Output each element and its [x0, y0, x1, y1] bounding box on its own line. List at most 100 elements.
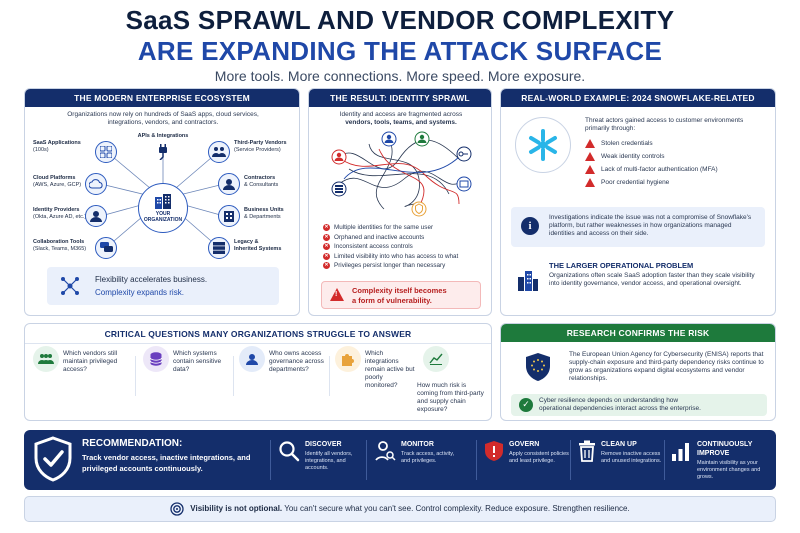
- warning-line1: Complexity itself becomes: [352, 286, 447, 295]
- collab-label: Collaboration Tools(Slack, Teams, M365): [33, 239, 87, 252]
- snowflake-icon: [529, 129, 557, 161]
- breach-panel: REAL-WORLD EXAMPLE: 2024 SNOWFLAKE-RELAT…: [500, 88, 776, 316]
- cloud-label: Cloud Platforms(AWS, Azure, GCP): [33, 175, 82, 188]
- sprawl-panel: THE RESULT: IDENTITY SPRAWL Identity and…: [308, 88, 492, 316]
- vendors-node: [208, 141, 230, 163]
- questions-heading: CRITICAL QUESTIONS MANY ORGANIZATIONS ST…: [25, 324, 491, 344]
- question-card: [417, 346, 449, 372]
- breach-cause: Weak identity controls: [585, 150, 771, 163]
- contractors-label: Contractors& Consultants: [244, 175, 279, 188]
- chat-icon: [99, 242, 113, 252]
- sprawl-issue: ✕Privileges persist longer than necessar…: [323, 262, 446, 270]
- x-icon: ✕: [323, 224, 330, 232]
- footer-rest: You can't secure what you can't see. Con…: [282, 504, 630, 513]
- shield-check-icon: [34, 436, 72, 482]
- warning-triangle-icon: [585, 139, 595, 148]
- footer-bar: Visibility is not optional. You can't se…: [24, 496, 776, 522]
- plug-icon: [159, 144, 167, 160]
- question-card: Who owns access governance across depart…: [239, 346, 325, 374]
- breach-intro: Threat actors gained access to customer …: [585, 117, 744, 132]
- breach-cause-list: Stolen credentials Weak identity control…: [585, 137, 771, 189]
- breach-cause: Lack of multi-factor authentication (MFA…: [585, 163, 771, 176]
- footer-bold: Visibility is not optional.: [190, 504, 283, 513]
- research-callout-line2: operational dependencies interact across…: [539, 405, 701, 412]
- people-icon: [33, 346, 59, 372]
- business-label: Business Units& Departments: [244, 207, 284, 220]
- sprawl-intro-line1: Identity and access are fragmented acros…: [339, 111, 463, 118]
- question-text: How much risk is coming from third-party…: [417, 382, 484, 413]
- sprawl-issue: ✕Inconsistent access controls: [323, 243, 413, 251]
- magnifier-icon: [279, 441, 300, 462]
- trend-chart-icon: [423, 346, 449, 372]
- organization-hub: YOUR ORGANIZATION: [138, 183, 188, 233]
- info-icon: i: [521, 217, 539, 235]
- research-panel: RESEARCH CONFIRMS THE RISK The European …: [500, 323, 776, 421]
- question-card: Which integrations remain active but poo…: [335, 346, 415, 390]
- problem-title: THE LARGER OPERATIONAL PROBLEM: [549, 261, 694, 270]
- research-text: The European Union Agency for Cybersecur…: [569, 351, 764, 382]
- main-subtitle: More tools. More connections. More speed…: [214, 68, 586, 84]
- question-card: Which systems contain sensitive data?: [143, 346, 227, 374]
- recommendation-text: Track vendor access, inactive integratio…: [82, 453, 251, 473]
- recommendation-heading: RECOMMENDATION:: [82, 438, 183, 449]
- collab-node: [95, 237, 117, 259]
- apis-label: APIs & Integrations: [137, 133, 189, 139]
- ecosystem-callout: Flexibility accelerates business. Comple…: [47, 267, 279, 305]
- saas-label: SaaS Applications(100s): [33, 140, 81, 153]
- puzzle-icon: [335, 346, 361, 372]
- question-card: Which vendors still maintain privileged …: [33, 346, 123, 374]
- contractor-icon: [223, 179, 235, 190]
- office-icon: [224, 211, 234, 222]
- user-badge-icon: [239, 346, 265, 372]
- cloud-icon: [89, 179, 103, 189]
- server-icon: [213, 242, 225, 254]
- sprawl-issue: ✕Multiple identities for the same user: [323, 224, 434, 232]
- ecosystem-intro: Organizations now rely on hundreds of Sa…: [67, 111, 259, 126]
- research-callout-line1: Cyber resilience depends on understandin…: [539, 397, 679, 404]
- warning-icon: [330, 288, 344, 301]
- organization-label: YOUR ORGANIZATION: [143, 211, 183, 223]
- callout-line2: Complexity expands risk.: [95, 288, 184, 297]
- question-text: Which vendors still maintain privileged …: [63, 350, 118, 373]
- legacy-node: [208, 237, 230, 259]
- sprawl-warning: ! Complexity itself becomes a form of vu…: [321, 281, 481, 309]
- breach-heading: REAL-WORLD EXAMPLE: 2024 SNOWFLAKE-RELAT…: [501, 89, 775, 121]
- people-group-icon: [212, 147, 226, 157]
- sprawl-intro-line2: vendors, tools, teams, and systems.: [345, 119, 457, 126]
- sprawl-tangle-diagram: [331, 131, 472, 217]
- sprawl-issue: ✕Limited visibility into who has access …: [323, 252, 459, 260]
- breach-note: i Investigations indicate the issue was …: [511, 207, 765, 247]
- questions-panel: CRITICAL QUESTIONS MANY ORGANIZATIONS ST…: [24, 323, 492, 421]
- sprawl-issue-list: ✕Multiple identities for the same user ✕…: [323, 223, 489, 271]
- research-heading: RESEARCH CONFIRMS THE RISK: [501, 324, 775, 342]
- app-grid-icon: [100, 146, 112, 158]
- research-callout: ✓ Cyber resilience depends on understand…: [511, 394, 767, 416]
- breach-note-text: Investigations indicate the issue was no…: [549, 214, 752, 237]
- callout-line1: Flexibility accelerates business.: [95, 275, 208, 284]
- network-icon: [61, 277, 79, 295]
- warning-line2: a form of vulnerability.: [352, 296, 432, 305]
- problem-text: Organizations often scale SaaS adoption …: [549, 272, 755, 287]
- warning-triangle-icon: [585, 178, 595, 187]
- shield-alert-icon: [485, 441, 503, 461]
- vendors-label: Third-Party Vendors(Service Providers): [234, 140, 287, 153]
- target-icon: [170, 502, 184, 516]
- ecosystem-panel: THE MODERN ENTERPRISE ECOSYSTEM Organiza…: [24, 88, 300, 316]
- sprawl-heading: THE RESULT: IDENTITY SPRAWL: [309, 89, 491, 107]
- x-icon: ✕: [323, 233, 330, 241]
- main-title-line2: ARE EXPANDING THE ATTACK SURFACE: [137, 36, 663, 66]
- warning-triangle-icon: [585, 165, 595, 174]
- database-icon: [143, 346, 169, 372]
- snowflake-logo: [515, 117, 571, 173]
- apis-node: [152, 141, 174, 163]
- building-icon: [155, 194, 171, 209]
- warning-triangle-icon: [585, 152, 595, 161]
- business-node: [218, 205, 240, 227]
- x-icon: ✕: [323, 243, 330, 251]
- bar-chart-icon: [672, 443, 689, 461]
- legacy-label: Legacy &Inherited Systems: [234, 239, 282, 252]
